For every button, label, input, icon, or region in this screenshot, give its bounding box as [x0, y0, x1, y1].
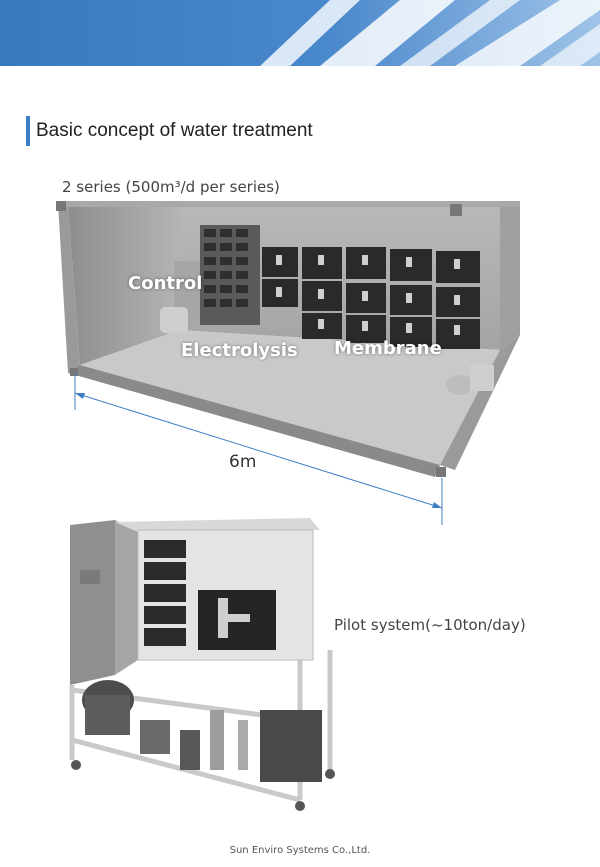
control-label: Control	[128, 273, 203, 294]
header-banner	[0, 0, 600, 66]
section-heading: Basic concept of water treatment	[26, 116, 313, 146]
electrolysis-label: Electrolysis	[181, 340, 298, 361]
footer-company: Sun Enviro Systems Co.,Ltd.	[229, 845, 371, 856]
pilot-system-caption: Pilot system(~10ton/day)	[334, 616, 526, 634]
container-caption: 2 series (500m³/d per series)	[62, 178, 280, 196]
page-title: Basic concept of water treatment	[36, 120, 313, 141]
heading-accent-bar	[26, 116, 30, 146]
container-illustration	[56, 201, 520, 525]
pilot-system-illustration	[69, 518, 335, 811]
membrane-label: Membrane	[334, 338, 442, 359]
length-dimension-label: 6m	[229, 452, 257, 472]
